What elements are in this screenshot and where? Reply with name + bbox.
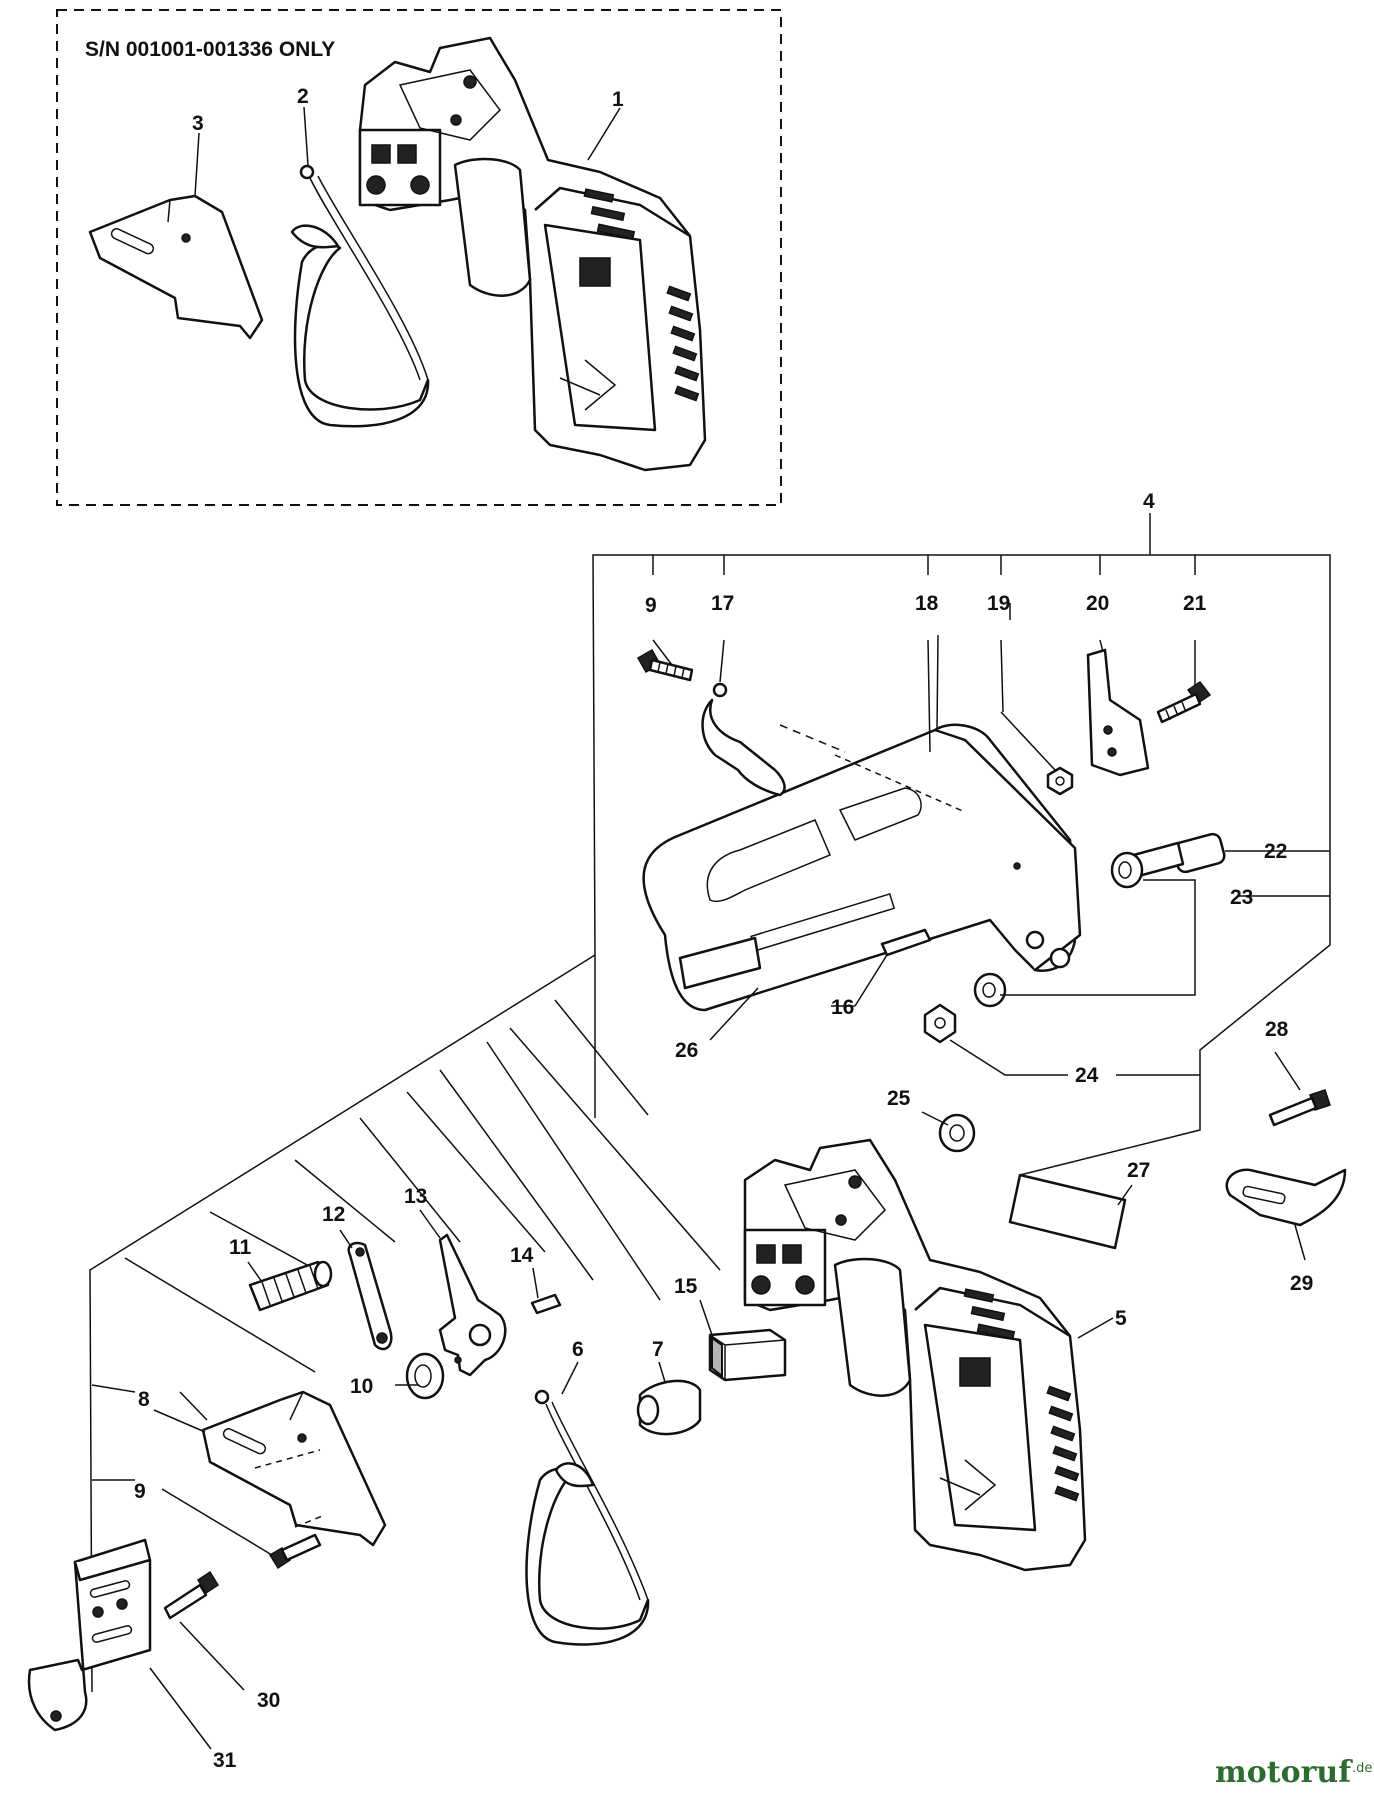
lever-12 xyxy=(347,1241,393,1351)
callout-4: 4 xyxy=(1143,490,1155,513)
callout-28: 28 xyxy=(1265,1018,1289,1041)
washers-23 xyxy=(973,851,1144,1008)
callout-24: 24 xyxy=(1075,1064,1099,1087)
label-27 xyxy=(1008,1173,1127,1250)
callout-27: 27 xyxy=(1127,1159,1150,1182)
pin-14 xyxy=(530,1293,562,1315)
watermark: motoruf .de xyxy=(1215,1755,1372,1790)
watermark-text: motoruf xyxy=(1215,1755,1353,1790)
flange-nut-25 xyxy=(938,1113,976,1153)
spring-17 xyxy=(701,682,846,797)
spring-11 xyxy=(248,1260,333,1312)
callout-21: 21 xyxy=(1183,592,1207,615)
screw-30 xyxy=(163,1570,220,1620)
callout-7: 7 xyxy=(652,1338,664,1361)
callout-20: 20 xyxy=(1086,592,1109,615)
screw-21 xyxy=(1156,680,1212,724)
inset-guard-plate xyxy=(88,194,264,340)
callout-14: 14 xyxy=(510,1244,534,1267)
screw-9-bottom xyxy=(268,1514,326,1570)
callout-30: 30 xyxy=(257,1689,280,1712)
inset-handle-assembly xyxy=(358,36,707,472)
callout-29: 29 xyxy=(1290,1272,1313,1295)
callout-31: 31 xyxy=(213,1749,237,1772)
inset-title: S/N 001001-001336 ONLY xyxy=(85,38,335,61)
callout-9-bottom: 9 xyxy=(134,1480,146,1503)
callout-23: 23 xyxy=(1230,886,1253,909)
callout-3: 3 xyxy=(192,112,204,135)
callout-26: 26 xyxy=(675,1039,698,1062)
collar-10 xyxy=(405,1352,445,1400)
nut-24 xyxy=(923,1003,957,1044)
watermark-suffix: .de xyxy=(1352,1761,1372,1776)
pin-16 xyxy=(880,928,932,957)
callout-18: 18 xyxy=(915,592,939,615)
brake-band-6 xyxy=(525,1389,650,1646)
inset-box: S/N 001001-001336 ONLY xyxy=(56,9,782,506)
callout-13: 13 xyxy=(404,1185,427,1208)
callout-2: 2 xyxy=(297,85,309,108)
inset-brake-band xyxy=(290,164,430,428)
callout-17: 17 xyxy=(711,592,734,615)
handle-assembly-5 xyxy=(743,1138,1087,1572)
callout-10: 10 xyxy=(350,1375,373,1398)
callout-22: 22 xyxy=(1264,840,1287,863)
guard-plate-8 xyxy=(201,1390,387,1547)
plate-29 xyxy=(1225,1168,1347,1227)
brake-lever-13 xyxy=(438,1233,507,1377)
inset-leaders xyxy=(194,106,621,197)
collar-7 xyxy=(636,1379,702,1436)
callout-16: 16 xyxy=(831,996,854,1019)
assembly-bracket xyxy=(89,513,1331,1693)
screw-28 xyxy=(1268,1089,1331,1127)
callout-6: 6 xyxy=(572,1338,584,1361)
label-plate xyxy=(678,936,762,990)
callout-1: 1 xyxy=(612,88,624,111)
bracket-20 xyxy=(1086,648,1150,777)
callouts: 1 2 3 4 5 6 7 8 9 9 10 11 12 13 14 15 16… xyxy=(134,85,1313,1772)
callout-25: 25 xyxy=(887,1087,911,1110)
nut-19 xyxy=(1046,766,1074,796)
leader-lines xyxy=(149,603,1330,1750)
block-15 xyxy=(708,1328,787,1382)
callout-5: 5 xyxy=(1115,1307,1127,1330)
callout-19: 19 xyxy=(987,592,1010,615)
callout-8: 8 xyxy=(138,1388,150,1411)
callout-12: 12 xyxy=(322,1203,345,1226)
callout-15: 15 xyxy=(674,1275,698,1298)
plate-31 xyxy=(27,1538,152,1732)
bolt-9-top xyxy=(636,648,694,682)
callout-11: 11 xyxy=(229,1236,252,1259)
callout-9-top: 9 xyxy=(645,594,657,617)
